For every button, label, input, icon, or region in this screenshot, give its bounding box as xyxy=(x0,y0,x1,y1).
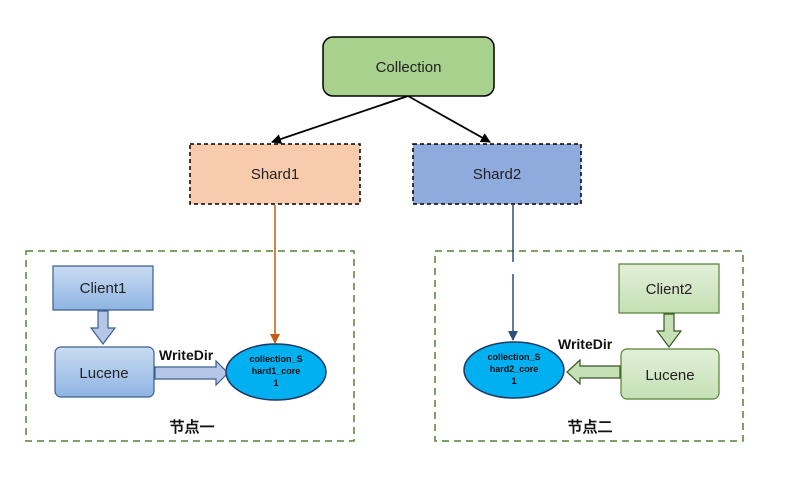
edge-collection-shard1 xyxy=(271,95,409,144)
zone-node1-label: 节点一 xyxy=(169,418,214,436)
shard2-node xyxy=(412,143,582,205)
core2-node xyxy=(463,341,565,399)
collection-label: Collection xyxy=(376,59,442,76)
client2-label: Client2 xyxy=(646,281,693,298)
core1-line2: hard1_core xyxy=(252,366,301,376)
lucene2-node xyxy=(620,348,720,400)
core1-line1: collection_S xyxy=(249,354,302,364)
lucene2-label: Lucene xyxy=(645,367,694,384)
writedir2-label: WriteDir xyxy=(558,336,613,352)
lucene1-label: Lucene xyxy=(79,365,128,382)
shard2-label: Shard2 xyxy=(473,166,521,183)
core1-node xyxy=(225,343,327,401)
client2-node xyxy=(618,263,720,314)
core2-line2: hard2_core xyxy=(490,364,539,374)
shard1-node xyxy=(189,143,361,205)
client1-lucene1-arrow xyxy=(89,310,117,345)
writedir1-label: WriteDir xyxy=(159,347,214,363)
client2-lucene2-arrow xyxy=(655,313,683,348)
zone-node1 xyxy=(25,250,355,442)
client1-label: Client1 xyxy=(80,280,127,297)
shard1-label: Shard1 xyxy=(251,166,299,183)
edge-collection-shard2 xyxy=(407,95,491,143)
client1-node xyxy=(52,265,154,311)
core2-line1: collection_S xyxy=(487,352,540,362)
lucene1-node xyxy=(54,346,155,398)
core1-line3: 1 xyxy=(273,378,278,388)
lucene2-core2-arrow xyxy=(566,358,621,386)
zone-node2 xyxy=(434,250,744,442)
lucene1-core1-arrow xyxy=(154,359,229,387)
collection-node xyxy=(322,36,495,97)
core2-line3: 1 xyxy=(511,376,516,386)
zone-node2-label: 节点二 xyxy=(567,418,612,436)
